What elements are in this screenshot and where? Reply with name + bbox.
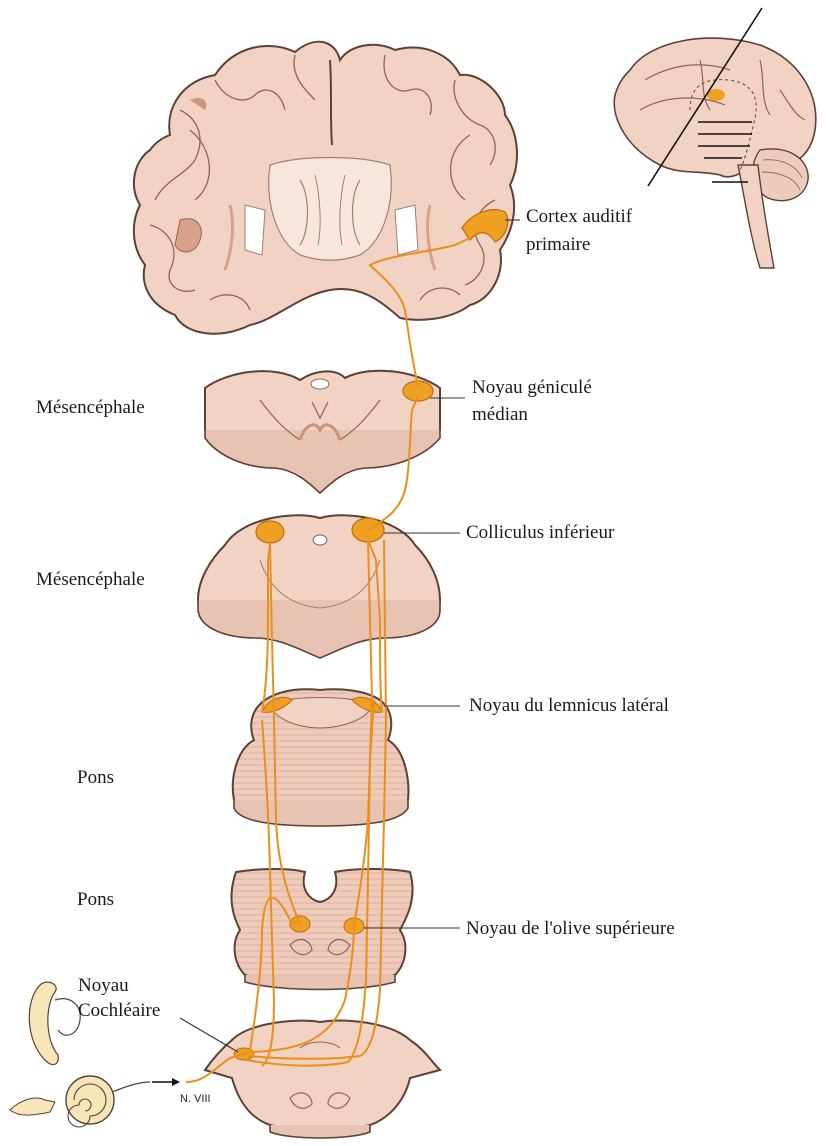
label-mgn-line2: médian xyxy=(472,404,528,425)
left-lateral-ventricle xyxy=(245,205,265,255)
mesencephalon-section-upper xyxy=(205,371,440,493)
label-olive: Noyau de l'olive supérieure xyxy=(466,918,675,939)
label-lemniscus: Noyau du lemnicus latéral xyxy=(469,695,669,716)
medulla-section xyxy=(205,1021,440,1138)
right-lateral-ventricle xyxy=(395,205,418,255)
label-mesencephale-upper: Mésencéphale xyxy=(36,397,145,418)
label-mesencephale-lower: Mésencéphale xyxy=(36,569,145,590)
inferior-colliculus-left xyxy=(256,521,284,543)
label-cochlear-line2: Cochléaire xyxy=(78,1000,160,1021)
mesencephalon-section-lower xyxy=(198,515,440,658)
inset-brain xyxy=(614,8,816,268)
cerebrum-coronal-section xyxy=(134,42,517,334)
label-pons-upper: Pons xyxy=(77,767,114,788)
label-mgn-line1: Noyau géniculé xyxy=(472,377,592,398)
label-cortex-line1: Cortex auditif xyxy=(526,206,633,227)
label-nerve-viii: N. VIII xyxy=(180,1093,211,1105)
label-pons-lower: Pons xyxy=(77,889,114,910)
label-cochlear-line1: Noyau xyxy=(78,975,129,996)
pons-section-lower xyxy=(231,869,412,990)
label-colliculus: Colliculus inférieur xyxy=(466,522,615,543)
label-cortex-line2: primaire xyxy=(526,234,590,255)
